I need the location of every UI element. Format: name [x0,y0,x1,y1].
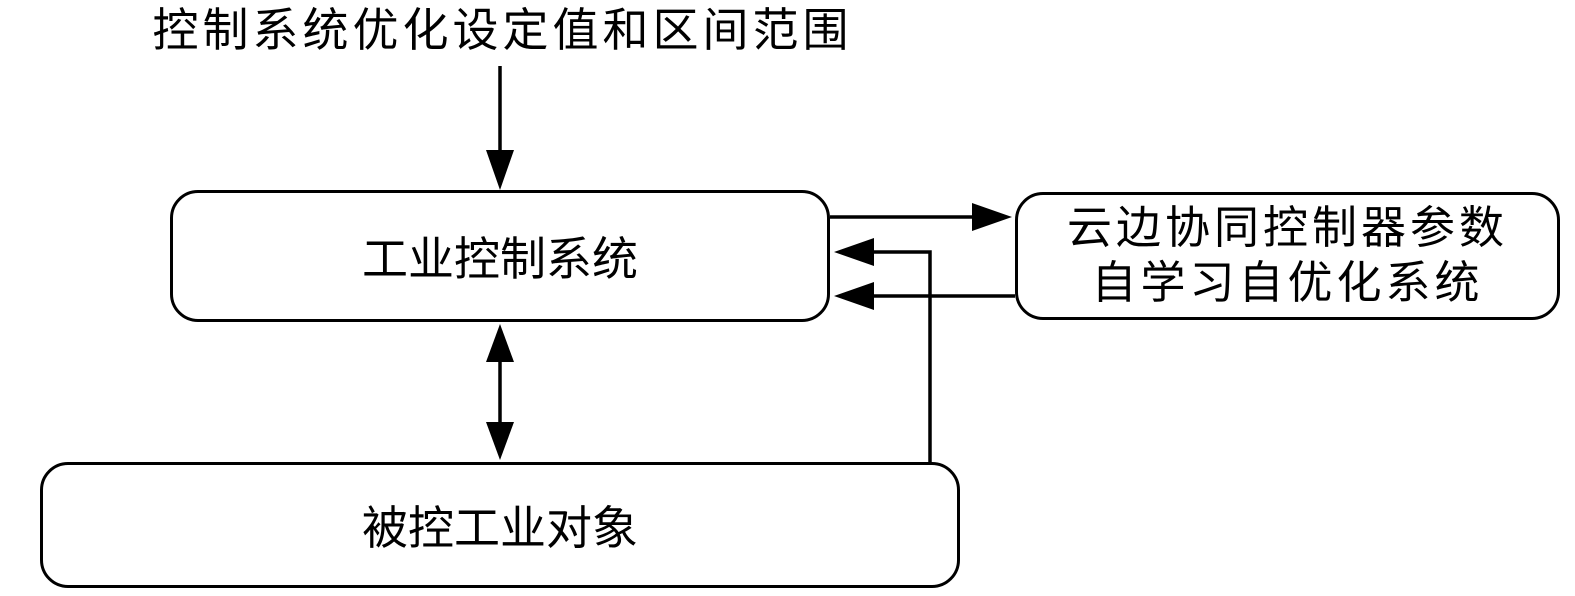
arrow-setpoint-to-control [486,66,514,190]
setpoint-range-label: 控制系统优化设定值和区间范围 [152,5,853,56]
node-industrial-control-system-label: 工业控制系统 [362,234,638,285]
arrow-optimizer-to-control [834,282,1015,310]
node-controlled-industrial-object-label: 被控工业对象 [362,503,638,554]
node-industrial-control-system: 工业控制系统 [170,190,830,322]
arrow-control-object-bidirectional [486,324,514,460]
node-cloud-edge-optimizer-label-line1: 云边协同控制器参数 [1066,203,1508,254]
arrow-control-to-optimizer [830,203,1012,231]
node-cloud-edge-optimizer: 云边协同控制器参数 自学习自优化系统 [1015,192,1560,320]
arrow-object-feedback-to-control [834,238,932,462]
node-cloud-edge-optimizer-label-line2: 自学习自优化系统 [1091,258,1484,308]
node-controlled-industrial-object: 被控工业对象 [40,462,960,588]
